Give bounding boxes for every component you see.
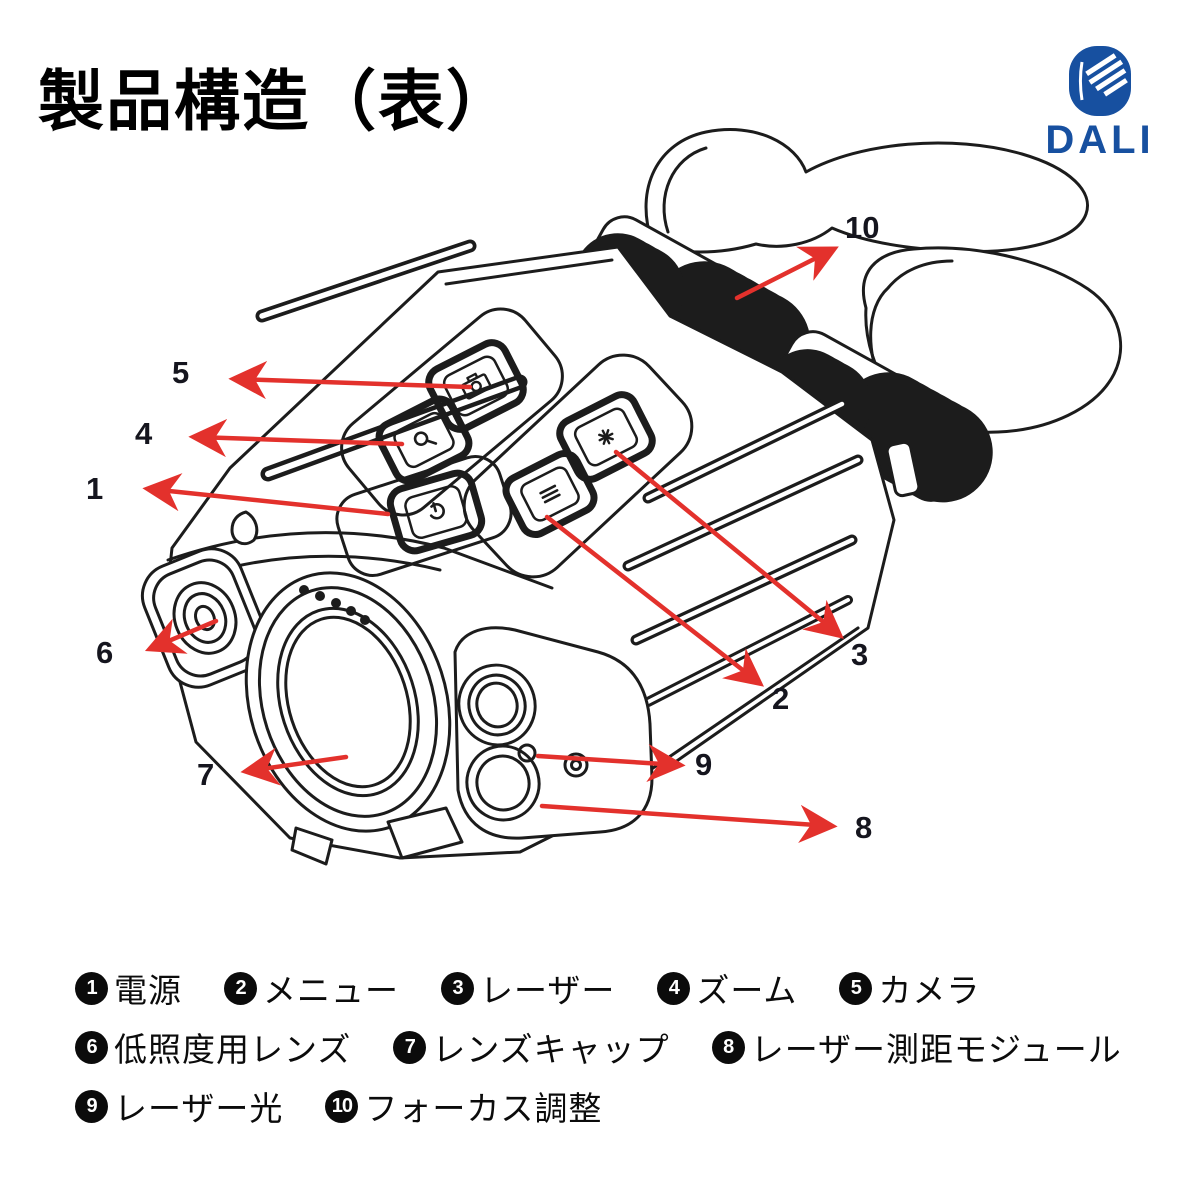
callout-label-7: 7 <box>197 757 215 792</box>
device-illustration <box>140 128 1123 866</box>
legend-item-rangefinder: 8 レーザー測距モジュール <box>711 1023 1122 1071</box>
button-panel-right <box>462 353 694 579</box>
page-title: 製品構造（表） <box>38 64 514 138</box>
side-latch <box>885 440 921 498</box>
callout-label-6: 6 <box>96 635 114 670</box>
callout-arrow-3 <box>613 449 844 639</box>
legend-num-10: 10 <box>325 1089 359 1123</box>
legend-num-7: 7 <box>393 1030 427 1064</box>
legend-item-laser-light: 9 レーザー光 <box>75 1082 283 1130</box>
strap-lug <box>230 510 259 546</box>
menu-button <box>502 450 598 538</box>
callout-label-2: 2 <box>772 681 790 716</box>
dali-logo-text: DALI <box>1045 118 1155 162</box>
zoom-button <box>375 395 473 485</box>
rangefinder-module <box>453 626 654 840</box>
lens-cap <box>244 571 464 866</box>
callout-arrows <box>142 246 844 843</box>
legend-item-low-light-lens: 6 低照度用レンズ <box>75 1023 351 1071</box>
callout-label-1: 1 <box>86 471 104 506</box>
callout-arrow-2 <box>544 514 765 687</box>
legend-row-2: 6 低照度用レンズ 7 レンズキャップ 8 レーザー測距モジュール <box>75 1027 1175 1068</box>
lens-rim-dots <box>299 585 370 625</box>
callout-label-5: 5 <box>172 355 190 390</box>
callout-arrow-6 <box>144 618 219 654</box>
callout-arrow-1 <box>142 473 391 517</box>
callout-arrow-5 <box>228 360 473 400</box>
laser-icon <box>598 429 614 445</box>
legend-num-1: 1 <box>75 971 108 1005</box>
legend-num-2: 2 <box>224 971 257 1005</box>
dali-logo: DALI <box>1035 44 1165 160</box>
legend-item-zoom: 4 ズーム <box>657 964 797 1012</box>
eyecup-top <box>644 128 1089 254</box>
top-face-grooves <box>255 239 528 482</box>
callout-label-4: 4 <box>135 416 153 451</box>
callout-arrow-9 <box>535 743 686 783</box>
legend-num-8: 8 <box>711 1030 745 1064</box>
legend-item-focus-adjust: 10 フォーカス調整 <box>325 1082 602 1130</box>
callout-label-3: 3 <box>851 637 869 672</box>
focus-ring <box>652 261 811 396</box>
legend-num-4: 4 <box>657 971 691 1005</box>
legend-item-laser: 3 レーザー <box>441 964 615 1012</box>
legend-num-3: 3 <box>441 971 474 1005</box>
legend-item-menu: 2 メニュー <box>224 964 399 1012</box>
legend-item-lens-cap: 7 レンズキャップ <box>393 1023 669 1071</box>
legend-row-3: 9 レーザー光 10 フォーカス調整 <box>75 1086 1175 1127</box>
callout-label-8: 8 <box>855 810 873 845</box>
callout-arrow-10 <box>734 246 839 301</box>
callout-label-9: 9 <box>695 747 713 782</box>
legend-num-6: 6 <box>75 1030 108 1064</box>
camera-icon <box>460 372 492 400</box>
legend-row-1: 1 電源 2 メニュー 3 レーザー 4 ズーム 5 カメラ <box>75 968 1175 1009</box>
power-icon <box>428 502 445 520</box>
power-button <box>386 469 486 555</box>
product-diagram <box>0 120 1200 900</box>
parts-legend: 1 電源 2 メニュー 3 レーザー 4 ズーム 5 カメラ 6 <box>75 968 1175 1145</box>
callout-label-10: 10 <box>845 210 880 245</box>
legend-num-9: 9 <box>75 1089 108 1123</box>
button-panel-left <box>340 307 564 517</box>
menu-icon <box>539 484 561 504</box>
laser-emitter-dot <box>517 743 537 763</box>
dali-logo-icon <box>1069 46 1131 116</box>
legend-item-power: 1 電源 <box>75 964 182 1012</box>
callout-arrow-8 <box>539 803 838 843</box>
camera-button <box>425 339 527 433</box>
callout-arrow-7 <box>240 747 349 786</box>
legend-num-5: 5 <box>839 971 873 1005</box>
callout-arrow-4 <box>188 418 405 458</box>
legend-item-camera: 5 カメラ <box>839 964 980 1012</box>
focus-ring-right <box>838 372 993 503</box>
zoom-icon <box>413 431 438 446</box>
